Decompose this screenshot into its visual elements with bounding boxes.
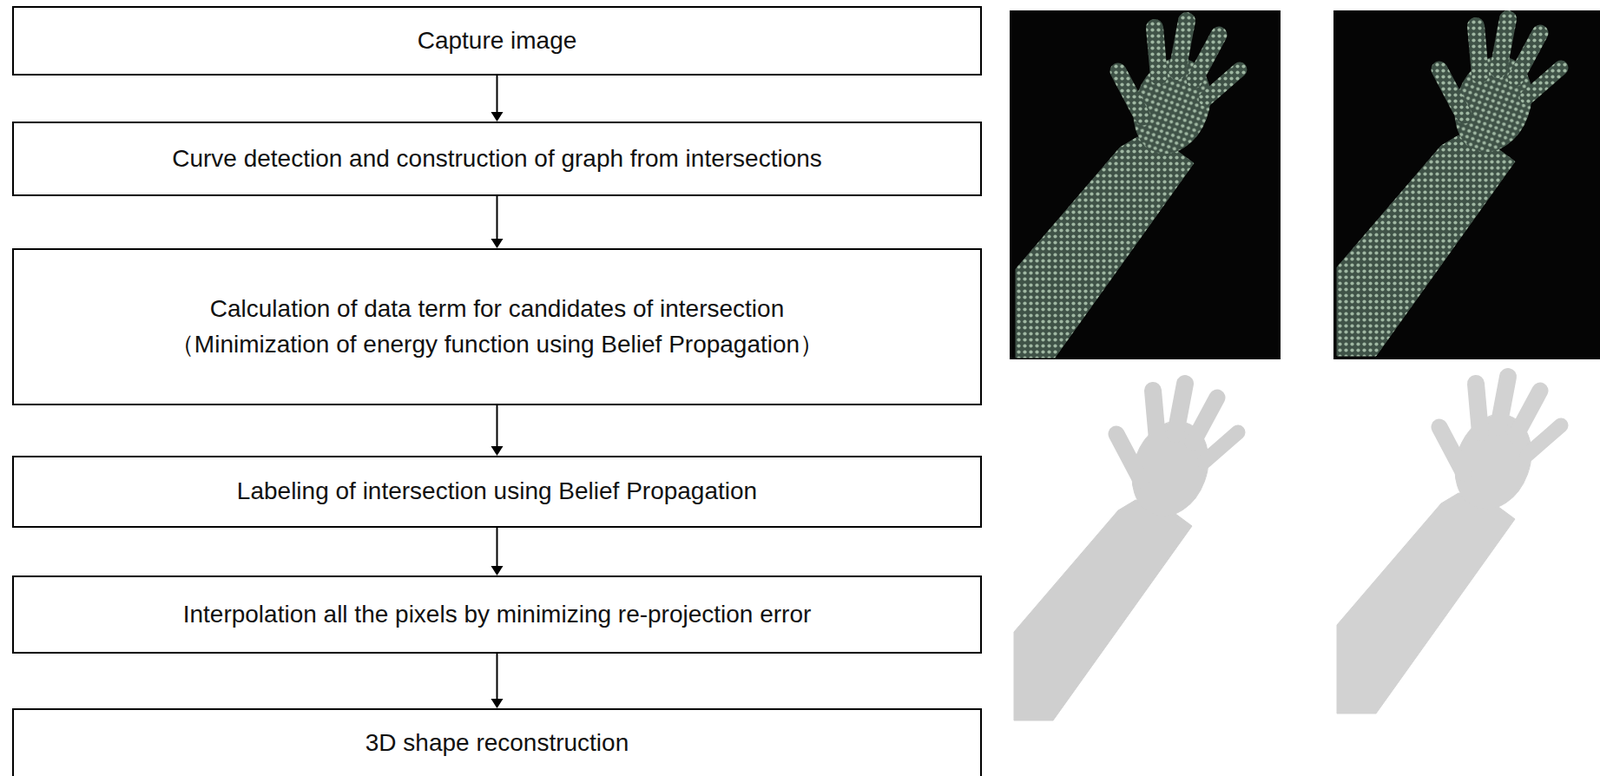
step-text: Labeling of intersection using Belief Pr…	[237, 474, 758, 510]
step-text: Curve detection and construction of grap…	[171, 141, 823, 178]
arrow-head	[491, 698, 504, 709]
photo-background	[1333, 10, 1600, 360]
process-box: Labeling of intersection using Belief Pr…	[12, 455, 982, 528]
flow-arrow	[491, 653, 504, 709]
arrow-head	[491, 446, 504, 456]
step-text: Calculation of data term for candidates …	[210, 291, 784, 328]
flow-arrow	[491, 75, 504, 122]
process-box: Capture image	[12, 6, 982, 76]
photo-background	[1009, 10, 1281, 360]
process-box: 3D shape reconstruction	[12, 708, 982, 776]
step-text: Interpolation all the pixels by minimizi…	[183, 597, 812, 633]
arrow-line	[496, 196, 499, 239]
step-text: 3D shape reconstruction	[365, 725, 630, 762]
process-box: Curve detection and construction of grap…	[12, 121, 982, 197]
arrow-line	[496, 75, 499, 112]
arrow-head	[491, 111, 504, 122]
arrow-head	[491, 566, 504, 576]
arrow-line	[496, 527, 499, 567]
step-text: Capture image	[417, 23, 578, 60]
arrow-line	[496, 405, 499, 447]
process-box: Calculation of data term for candidates …	[12, 248, 982, 406]
step-text: （Minimization of energy function using B…	[170, 327, 824, 363]
reconstructed-hand	[1336, 376, 1561, 714]
flow-arrow	[491, 196, 504, 249]
flow-arrow	[491, 527, 504, 576]
process-box: Interpolation all the pixels by minimizi…	[12, 575, 982, 654]
arrow-line	[496, 653, 499, 699]
reconstructed-hand	[1013, 383, 1238, 721]
captured-hand	[1015, 20, 1240, 358]
arrow-head	[491, 238, 504, 249]
flow-arrow	[491, 405, 504, 456]
captured-hand	[1336, 19, 1561, 356]
